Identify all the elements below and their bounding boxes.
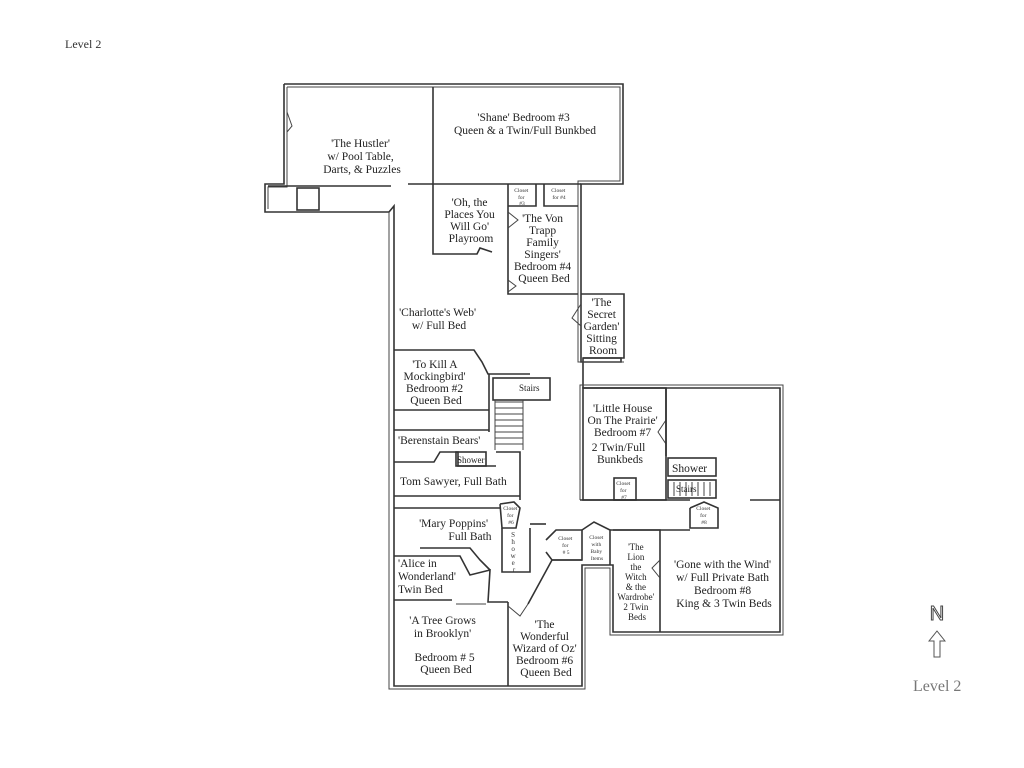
room-tree-brooklyn: 'A Tree Grows in Brooklyn' Bedroom # 5 Q… xyxy=(409,615,478,676)
wall-stairs-east xyxy=(667,479,717,499)
wall-shower-small xyxy=(455,451,487,467)
wall-wizard-door xyxy=(507,603,529,617)
wall-mockingbird xyxy=(394,349,530,375)
closet-baby-label: Closet with Baby Items xyxy=(589,535,604,562)
room-wizard-of-oz: 'The Wonderful Wizard of Oz' Bedroom #6 … xyxy=(512,619,579,679)
stairs-upper-treads xyxy=(494,400,524,450)
shower-small-label: Shower xyxy=(457,455,485,465)
wall-closet-baby xyxy=(581,521,611,565)
shower-east-label: Shower xyxy=(672,463,707,475)
stairs-east-label: Stairs xyxy=(676,484,697,494)
wall-mary-poppins-bottom xyxy=(420,547,491,571)
wall-stairs-box xyxy=(492,377,551,401)
wall-von-trapp-door xyxy=(507,211,519,229)
room-gone-with-the-wind: 'Gone with the Wind' w/ Full Private Bat… xyxy=(674,559,774,610)
closet-5-label: Closet for # 5 xyxy=(558,536,573,556)
wall-shower-east xyxy=(667,457,717,477)
room-labels: 'The Hustler' w/ Pool Table, Darts, & Pu… xyxy=(323,112,774,679)
wall-closet3 xyxy=(508,184,537,207)
room-charlottes-web: 'Charlotte's Web' w/ Full Bed xyxy=(399,307,479,332)
closet-4-label: Closet for #4 xyxy=(551,188,566,201)
room-secret-garden: 'The Secret Garden' Sitting Room xyxy=(584,297,623,357)
north-arrow-icon xyxy=(928,630,946,658)
room-little-house: 'Little House On The Prairie' Bedroom #7… xyxy=(587,403,660,466)
page-corner-title: Level 2 xyxy=(65,37,102,51)
stairs-upper-label: Stairs xyxy=(519,383,540,393)
wall-alice xyxy=(394,555,508,603)
wall-north-wing-inner xyxy=(287,86,624,363)
wall-closet6 xyxy=(499,501,521,529)
closet-6-label: Closet for #6 xyxy=(503,506,518,526)
stairs-east-treads xyxy=(673,482,711,496)
wall-north-wing xyxy=(264,83,781,687)
wall-closet8 xyxy=(689,501,719,529)
wall-tom-sawyer-top xyxy=(496,451,521,500)
wall-von-trapp-door2 xyxy=(507,279,517,293)
level-label-footer: Level 2 xyxy=(913,678,962,695)
wall-hustler-notch xyxy=(286,111,293,133)
wall-lion-door xyxy=(651,559,661,579)
wall-wizard-top xyxy=(527,559,582,605)
room-von-trapp: 'The Von Trapp Family Singers' Bedroom #… xyxy=(514,213,574,285)
wall-west-inner xyxy=(267,87,288,209)
room-mockingbird: 'To Kill A Mockingbird' Bedroom #2 Queen… xyxy=(404,359,469,407)
closet-3-label: Closet for #3 xyxy=(514,188,529,207)
wall-lion-witch xyxy=(613,529,661,632)
closet-8-label: Closet for #8 xyxy=(696,506,711,526)
room-alice: 'Alice in Wonderland' Twin Bed xyxy=(398,558,459,596)
wall-von-trapp xyxy=(507,206,578,295)
closet-7-label: Closet for #7 xyxy=(616,481,631,501)
room-shane: 'Shane' Bedroom #3 Queen & a Twin/Full B… xyxy=(454,112,596,137)
wall-west-long xyxy=(388,212,784,690)
wall-secret-garden-door xyxy=(571,303,582,327)
room-tom-sawyer: Tom Sawyer, Full Bath xyxy=(400,476,507,488)
wall-little-house-door xyxy=(657,419,667,445)
wall-closet5 xyxy=(545,529,583,561)
wall-secret-garden xyxy=(581,293,625,359)
room-lion-witch: 'The Lion the Witch & the Wardrobe' 2 Tw… xyxy=(617,542,656,622)
room-oh-the-places: 'Oh, the Places You Will Go' Playroom xyxy=(444,197,497,245)
room-berenstain-bears: 'Berenstain Bears' xyxy=(398,435,480,447)
room-mary-poppins: 'Mary Poppins' Full Bath xyxy=(419,518,492,543)
wall-closet4 xyxy=(543,184,578,207)
shower-vertical-label: S h o w e r xyxy=(511,531,518,574)
wall-playroom xyxy=(432,184,493,255)
north-indicator-letter: N xyxy=(929,603,945,625)
room-hustler: 'The Hustler' w/ Pool Table, Darts, & Pu… xyxy=(323,138,401,176)
wall-hustler-closet xyxy=(296,187,320,211)
wall-mary-shower xyxy=(501,528,531,573)
walls xyxy=(264,83,784,690)
